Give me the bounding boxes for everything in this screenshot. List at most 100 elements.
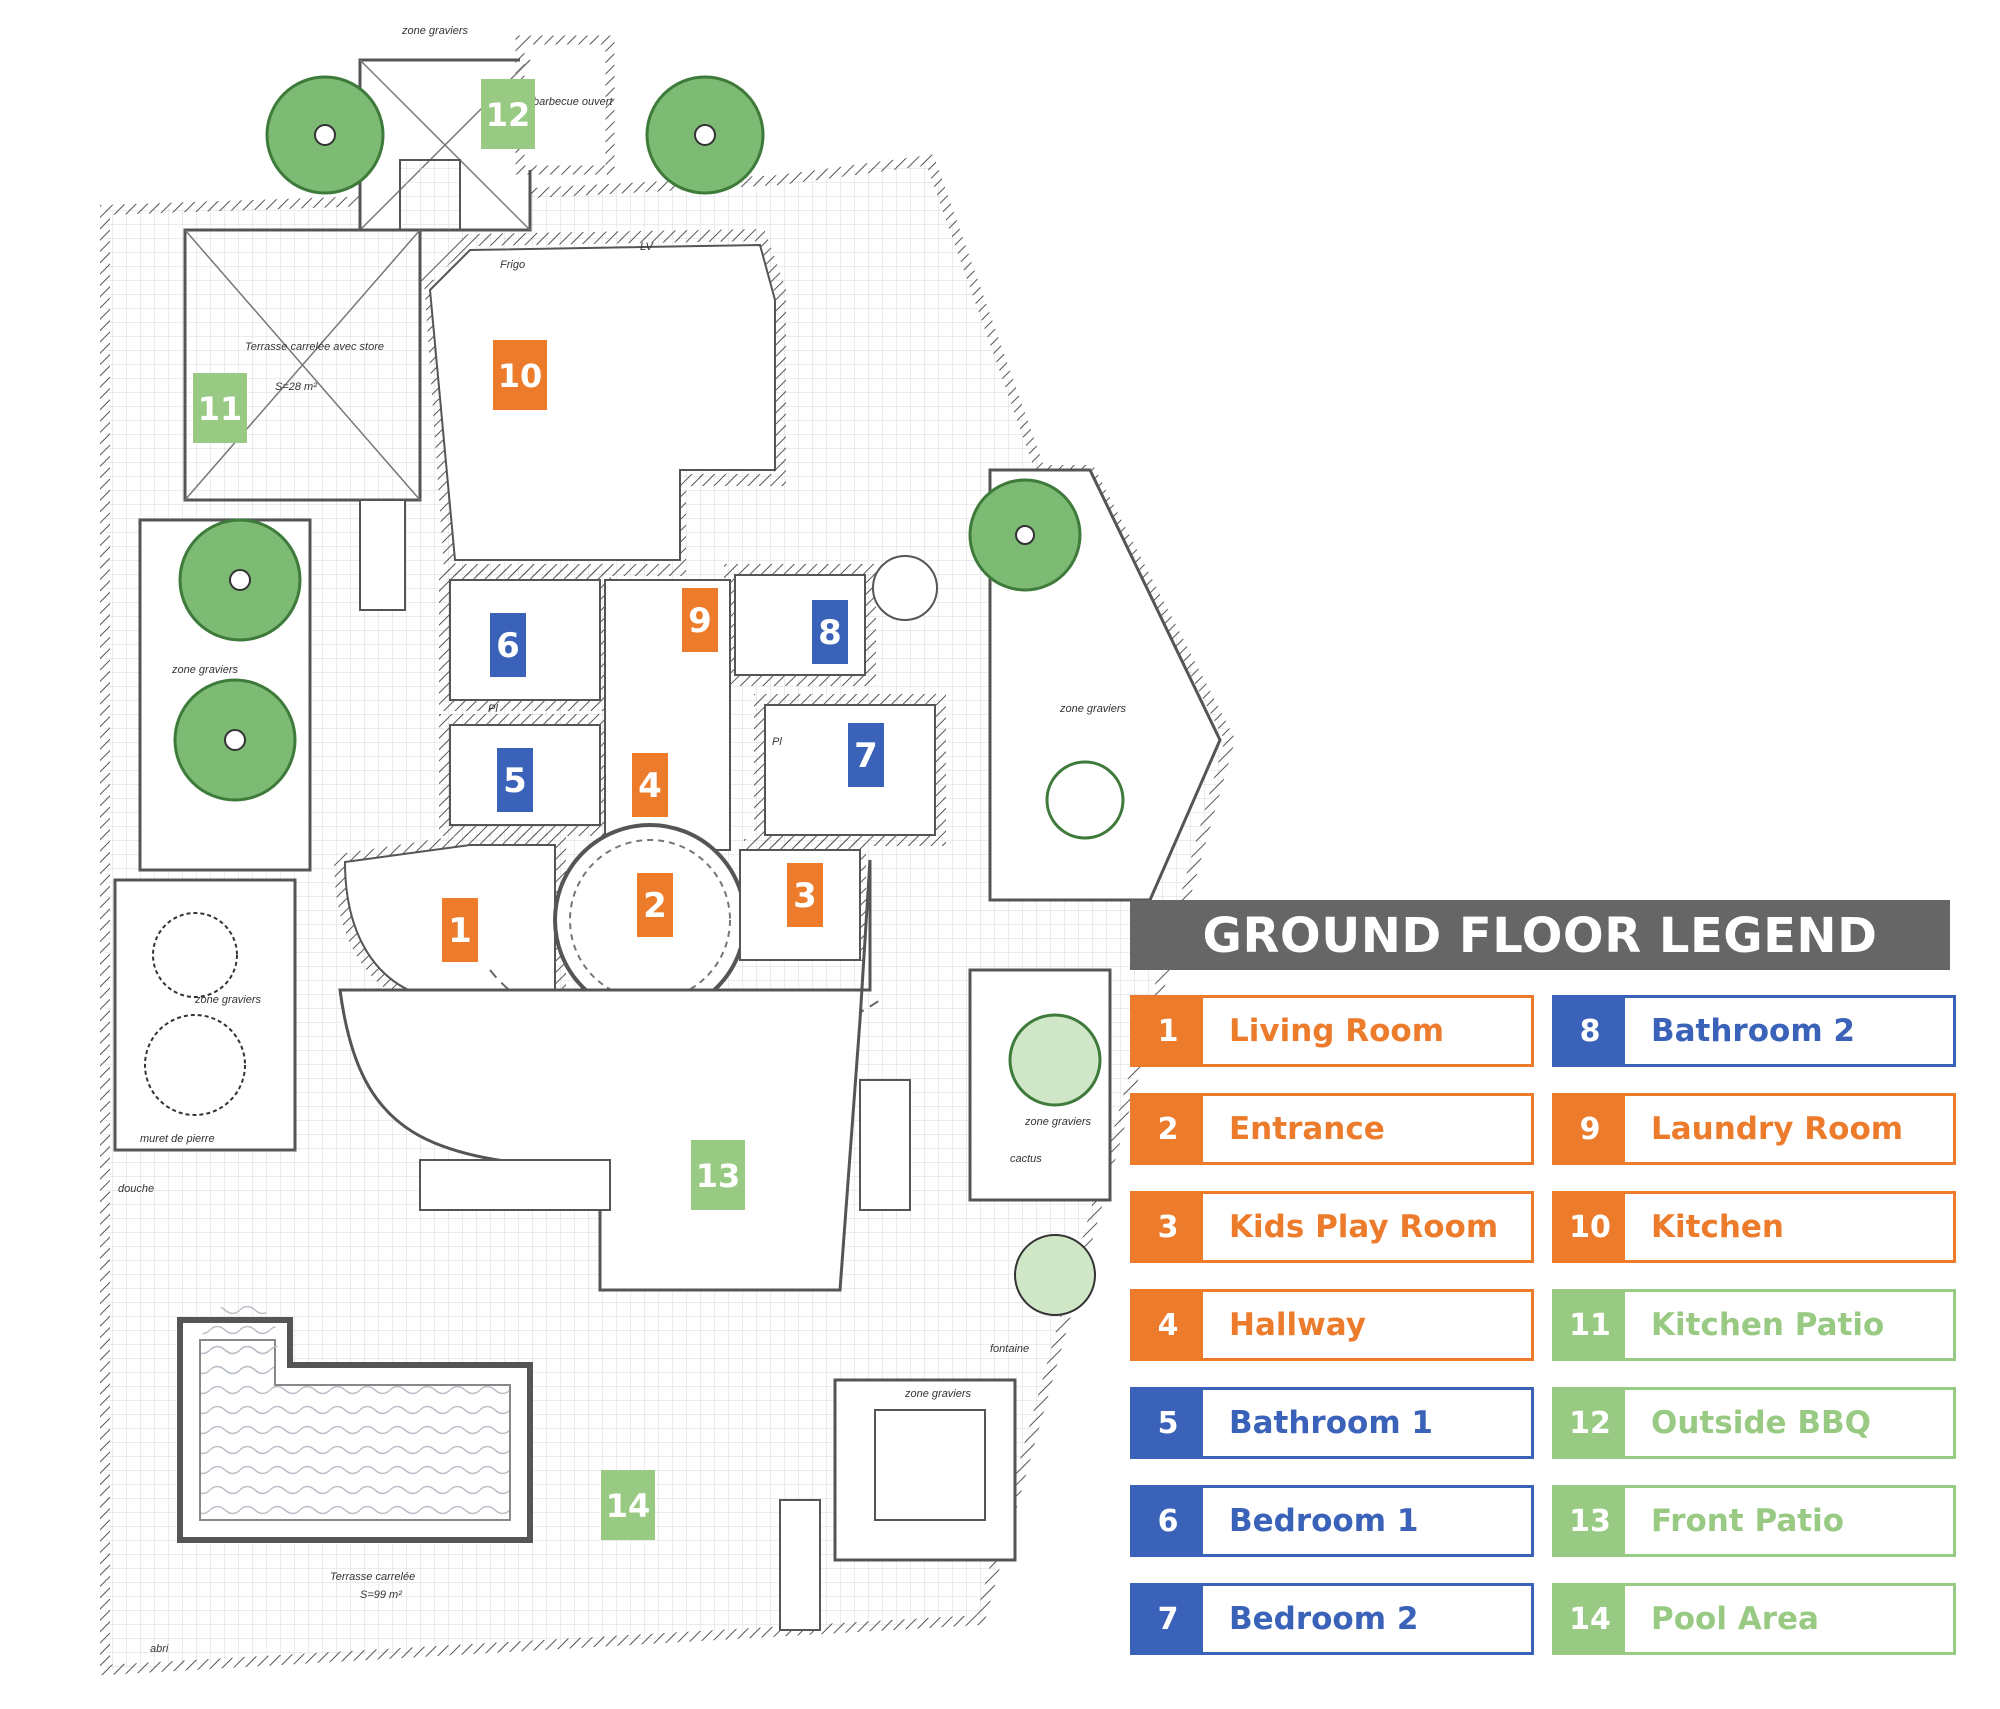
pool: Terrasse carrelée S=99 m² abri douche <box>118 1183 533 1655</box>
room-badge-box <box>637 873 673 937</box>
room-badge-box <box>193 373 247 443</box>
fontaine-label: fontaine <box>990 1343 1029 1355</box>
room-badge-box <box>490 613 526 677</box>
room-badge-box <box>812 600 848 664</box>
legend-item-14: 14 Pool Area <box>1552 1583 1956 1655</box>
legend-item-label: Hallway <box>1229 1307 1366 1343</box>
legend-item-5: 5 Bathroom 1 <box>1130 1387 1534 1459</box>
legend-item-1: 1 Living Room <box>1130 995 1534 1067</box>
legend-item-number: 9 <box>1555 1096 1625 1162</box>
terrasse-pool-label: Terrasse carrelée <box>330 1571 415 1583</box>
trees <box>144 75 1125 1316</box>
room-badge-11: 11 <box>193 373 247 443</box>
zone-graviers-left-2: zone graviers <box>194 994 262 1006</box>
room-badge-5: 5 <box>497 748 533 812</box>
shrub-icon <box>152 912 238 998</box>
legend-item-number: 10 <box>1555 1194 1625 1260</box>
room-badge-number: 2 <box>643 886 667 926</box>
zone-graviers-left: zone graviers <box>171 664 239 676</box>
lv-label: LV <box>640 241 655 253</box>
room-badge-number: 5 <box>503 761 527 801</box>
legend-item-label: Living Room <box>1229 1013 1445 1049</box>
shrub-icon <box>144 1014 246 1116</box>
legend-item-number: 6 <box>1133 1488 1203 1554</box>
palm-icon <box>1008 1013 1102 1107</box>
room-badge-box <box>691 1140 745 1210</box>
room-badge-box <box>682 588 718 652</box>
zone-graviers-top: zone graviers <box>401 25 469 37</box>
legend-item-label: Kitchen <box>1651 1209 1785 1245</box>
pl-label-1: Pl <box>488 703 498 715</box>
legend-item-label: Bedroom 1 <box>1229 1503 1419 1539</box>
room-badge-number: 12 <box>486 96 531 134</box>
legend-item-label: Pool Area <box>1651 1601 1819 1637</box>
room-badge-box <box>442 898 478 962</box>
muret-label: muret de pierre <box>140 1133 215 1145</box>
room-badge-box <box>497 748 533 812</box>
palm-icon <box>1045 760 1125 840</box>
room-badge-number: 9 <box>688 601 712 641</box>
legend-item-number: 1 <box>1133 998 1203 1064</box>
room-badge-number: 6 <box>496 626 520 666</box>
room-badge-box <box>632 753 668 817</box>
tree-icon <box>173 678 297 802</box>
abri-label: abri <box>150 1643 169 1655</box>
legend-item-number: 8 <box>1555 998 1625 1064</box>
zone-graviers-right-3: zone graviers <box>904 1388 972 1400</box>
legend-item-label: Kitchen Patio <box>1651 1307 1885 1343</box>
legend-item-label: Bathroom 1 <box>1229 1405 1433 1441</box>
room-badge-box <box>787 863 823 927</box>
cactus-label: cactus <box>1010 1153 1042 1165</box>
legend-item-label: Kids Play Room <box>1229 1209 1499 1245</box>
zone-graviers-right: zone graviers <box>1059 703 1127 715</box>
legend-item-10: 10 Kitchen <box>1552 1191 1956 1263</box>
tree-icon <box>265 75 385 195</box>
legend-item-number: 3 <box>1133 1194 1203 1260</box>
legend-item-number: 5 <box>1133 1390 1203 1456</box>
legend-item-number: 12 <box>1555 1390 1625 1456</box>
legend-item-9: 9 Laundry Room <box>1552 1093 1956 1165</box>
legend-item-label: Bedroom 2 <box>1229 1601 1419 1637</box>
kitchen-patio-area: Terrasse carrelée avec store S=28 m² <box>183 228 422 502</box>
barbecue-label: barbecue ouvert <box>533 96 613 108</box>
legend-item-label: Entrance <box>1229 1111 1385 1147</box>
legend-item-number: 14 <box>1555 1586 1625 1652</box>
frigo-label: Frigo <box>500 259 525 271</box>
room-badge-14: 14 <box>601 1470 655 1540</box>
tree-icon <box>645 75 765 195</box>
room-badge-number: 7 <box>854 736 878 776</box>
room-badge-12: 12 <box>481 79 535 149</box>
room-badge-box <box>481 79 535 149</box>
legend-item-13: 13 Front Patio <box>1552 1485 1956 1557</box>
legend-item-label: Front Patio <box>1651 1503 1845 1539</box>
douche-label: douche <box>118 1183 154 1195</box>
room-badge-9: 9 <box>682 588 718 652</box>
tree-icon <box>178 518 302 642</box>
room-badge-box <box>848 723 884 787</box>
zone-graviers-right-2: zone graviers <box>1024 1116 1092 1128</box>
legend-item-label: Laundry Room <box>1651 1111 1904 1147</box>
legend-item-6: 6 Bedroom 1 <box>1130 1485 1534 1557</box>
room-badge-7: 7 <box>848 723 884 787</box>
legend-item-number: 13 <box>1555 1488 1625 1554</box>
room-badge-10: 10 <box>493 340 547 410</box>
room-badge-box <box>493 340 547 410</box>
room-badge-2: 2 <box>637 873 673 937</box>
room-badge-8: 8 <box>812 600 848 664</box>
legend-item-label: Bathroom 2 <box>1651 1013 1855 1049</box>
room-badge-number: 11 <box>198 390 243 428</box>
room-badge-3: 3 <box>787 863 823 927</box>
terrasse-store-label: Terrasse carrelée avec store <box>245 341 384 353</box>
room-badge-number: 10 <box>498 357 543 395</box>
tree-icon <box>968 478 1082 592</box>
room-badge-number: 13 <box>696 1157 741 1195</box>
legend-item-number: 11 <box>1555 1292 1625 1358</box>
room-badge-box <box>601 1470 655 1540</box>
room-badge-4: 4 <box>632 753 668 817</box>
room-badge-number: 4 <box>638 766 662 806</box>
